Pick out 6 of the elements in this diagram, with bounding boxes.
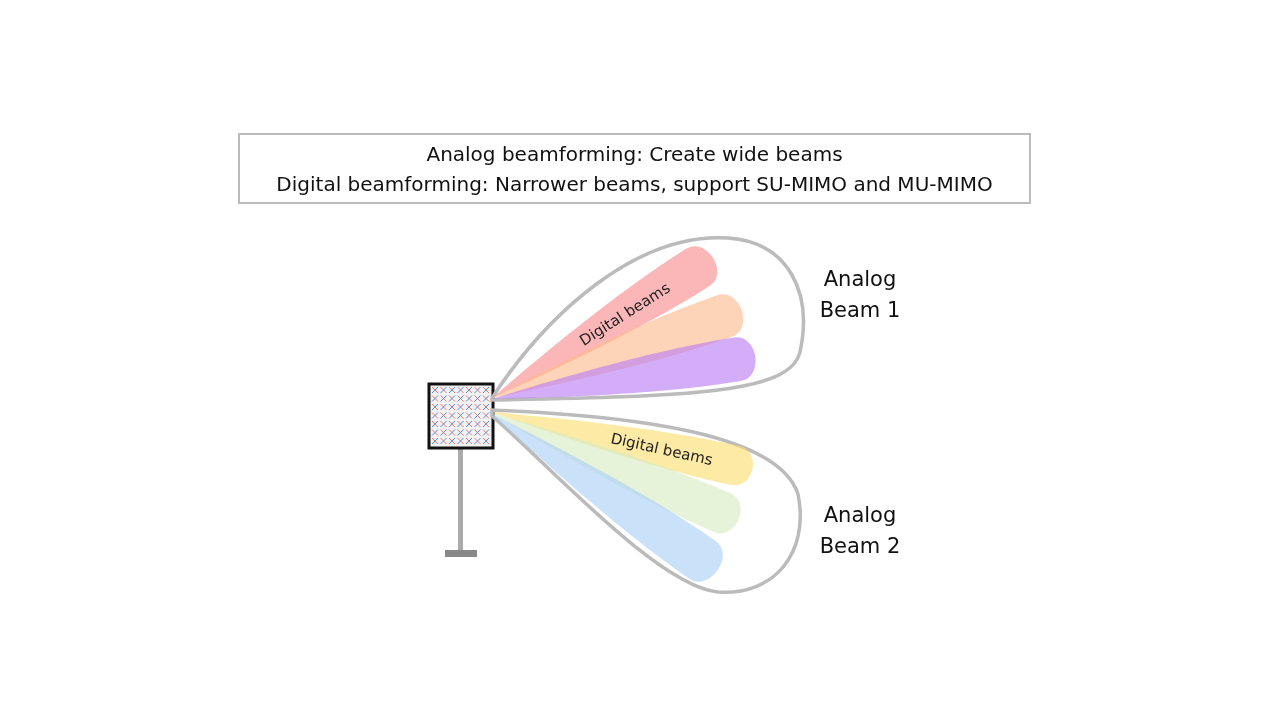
panel-text: Digital beamforming: Narrower beams, support SU-MIMO and MU-MIMO [276, 170, 993, 198]
beam-label: Analog Beam 1 [818, 266, 902, 324]
beam-text: Digital beams [609, 428, 715, 471]
panel-text: Analog beamforming: Create wide beams [426, 140, 843, 168]
beam-label: Analog Beam 2 [818, 502, 902, 560]
text-panel [238, 133, 1031, 204]
